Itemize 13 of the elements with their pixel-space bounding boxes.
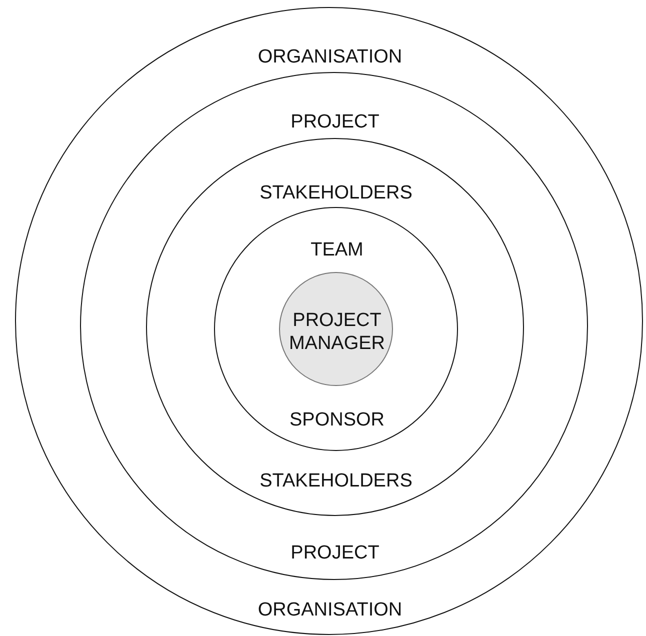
ring-label: PROJECT [290, 544, 380, 562]
ring-label: ORGANISATION [258, 48, 402, 66]
ring-label: ORGANISATION [258, 600, 402, 620]
ring-label: PROJECT MANAGER [288, 310, 386, 356]
ring-label: STAKEHOLDERS [260, 472, 412, 490]
project-ring [80, 72, 588, 580]
stakeholders-ring [146, 138, 524, 516]
ring-label: PROJECT [290, 112, 380, 132]
organisation-ring [15, 7, 643, 635]
ring-label: TEAM [310, 240, 364, 260]
team-ring [214, 207, 458, 451]
ring-label: STAKEHOLDERS [260, 184, 412, 202]
ring-label: SPONSOR [289, 410, 385, 430]
